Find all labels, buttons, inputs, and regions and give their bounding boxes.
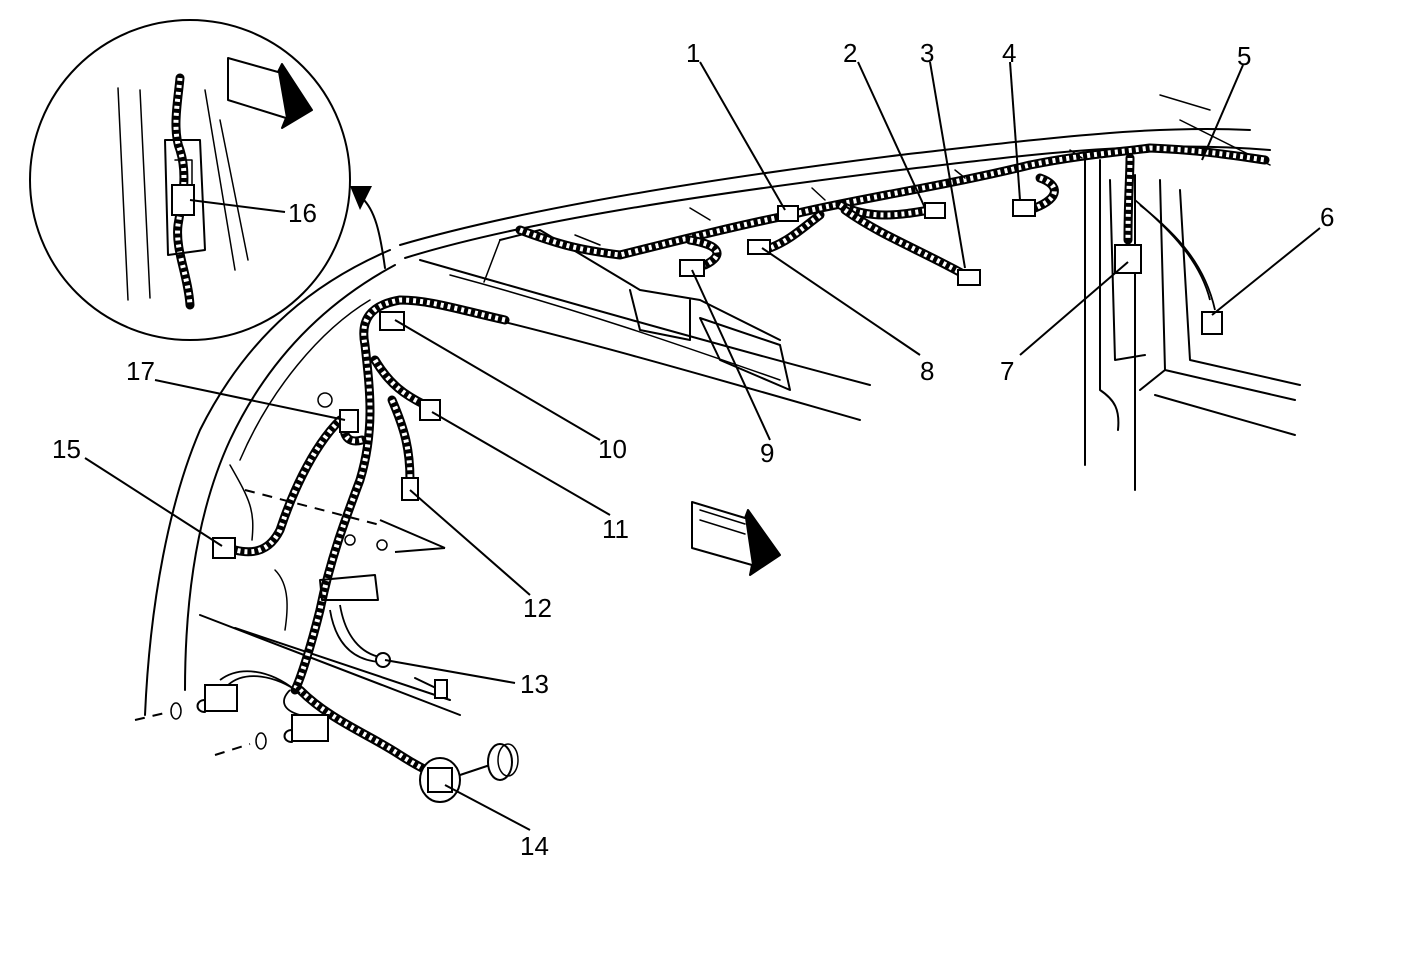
roof-harness	[515, 143, 1270, 311]
callout-16: 16	[288, 198, 317, 228]
callout-1: 1	[686, 38, 700, 68]
callout-7: 7	[1000, 356, 1014, 386]
inset-pillar-line	[219, 119, 249, 261]
forward-direction-arrow-icon	[691, 501, 781, 576]
inset-clip-bracket	[164, 139, 206, 256]
callout-5: 5	[1237, 41, 1251, 71]
detail-inset	[29, 19, 351, 341]
leader-12	[409, 489, 531, 596]
connector-12	[401, 477, 419, 501]
leader-14	[444, 784, 531, 831]
connector-4	[1012, 199, 1036, 217]
roof-lower-line	[419, 259, 871, 386]
connectors	[134, 199, 1223, 803]
leader-1	[699, 61, 786, 211]
inset-circle	[29, 19, 351, 341]
callout-3: 3	[920, 38, 934, 68]
connector-3	[957, 269, 981, 286]
leader-lines	[84, 61, 1321, 831]
pillar-harness	[219, 295, 510, 785]
connector-1	[777, 205, 799, 222]
connector-15	[212, 537, 236, 559]
callout-12: 12	[523, 593, 552, 623]
leader-16	[189, 199, 286, 213]
leader-13	[384, 659, 516, 684]
leader-11	[431, 411, 611, 516]
connector-11	[419, 399, 441, 421]
leader-6	[1211, 227, 1321, 316]
leader-3	[929, 61, 966, 269]
lamp-socket-left	[134, 684, 238, 721]
callout-14: 14	[520, 831, 549, 861]
inset-pillar-line	[204, 89, 236, 271]
headliner-bracket	[629, 289, 691, 341]
leader-15	[84, 457, 223, 547]
connector-6	[1201, 311, 1223, 335]
right-door-frame	[1154, 394, 1296, 436]
leader-17	[154, 379, 346, 421]
right-pillar-line	[1099, 159, 1120, 431]
connector-9	[679, 259, 705, 277]
callout-17: 17	[126, 356, 155, 386]
reference-dash-line	[244, 489, 381, 526]
inset-forward-arrow-icon	[227, 57, 313, 129]
right-door-frame	[1159, 179, 1296, 401]
inset-pillar-line	[139, 89, 151, 299]
connector-17	[339, 409, 359, 433]
pillar-inner-line	[184, 264, 396, 691]
detail-pointer-arrow-icon	[350, 186, 386, 269]
roof-rail-line	[399, 127, 1251, 246]
connector-2	[924, 202, 946, 219]
door-sill-line	[234, 627, 451, 701]
callout-2: 2	[843, 38, 857, 68]
connector-10	[379, 311, 405, 331]
callout-labels: 1 2 3 4 5 6 7 8 9 10 11 12 13 14 15 16 1…	[52, 38, 1334, 861]
leader-8	[761, 247, 921, 356]
callout-8: 8	[920, 356, 934, 386]
inset-pillar-line	[117, 87, 129, 301]
callout-15: 15	[52, 434, 81, 464]
callout-9: 9	[760, 438, 774, 468]
callout-10: 10	[598, 434, 627, 464]
callout-11: 11	[602, 514, 629, 544]
callout-4: 4	[1002, 38, 1016, 68]
pillar-clip-bracket	[319, 574, 379, 601]
headliner-panel	[699, 317, 791, 391]
leader-7	[1019, 261, 1129, 356]
callout-6: 6	[1320, 202, 1334, 232]
leader-4	[1009, 61, 1021, 201]
leader-10	[394, 319, 601, 441]
leader-2	[857, 61, 926, 209]
callout-13: 13	[520, 669, 549, 699]
lamp-socket-center	[214, 714, 329, 756]
leader-5	[1201, 64, 1244, 161]
leader-9	[691, 269, 771, 441]
lamp-socket-14	[419, 743, 519, 803]
pillar-outer-line	[144, 249, 391, 716]
ground-bolt-icon	[414, 677, 448, 699]
